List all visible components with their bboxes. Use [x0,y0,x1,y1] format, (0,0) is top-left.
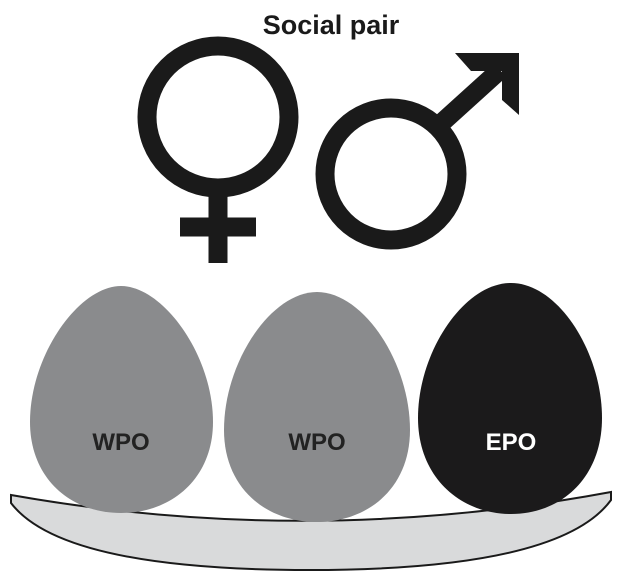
egg-label: WPO [288,429,345,456]
egg-2: WPO [224,292,410,522]
egg-label: WPO [92,429,149,456]
female-symbol-icon [137,36,299,263]
egg-label: EPO [486,429,537,456]
egg-shape [418,283,602,514]
egg-3: EPO [418,283,602,514]
egg-shape [30,286,213,513]
egg-1: WPO [30,286,213,513]
male-symbol-icon [315,53,519,250]
egg-shape [224,292,410,522]
diagram-title: Social pair [263,10,400,40]
nest-dish [10,490,612,572]
